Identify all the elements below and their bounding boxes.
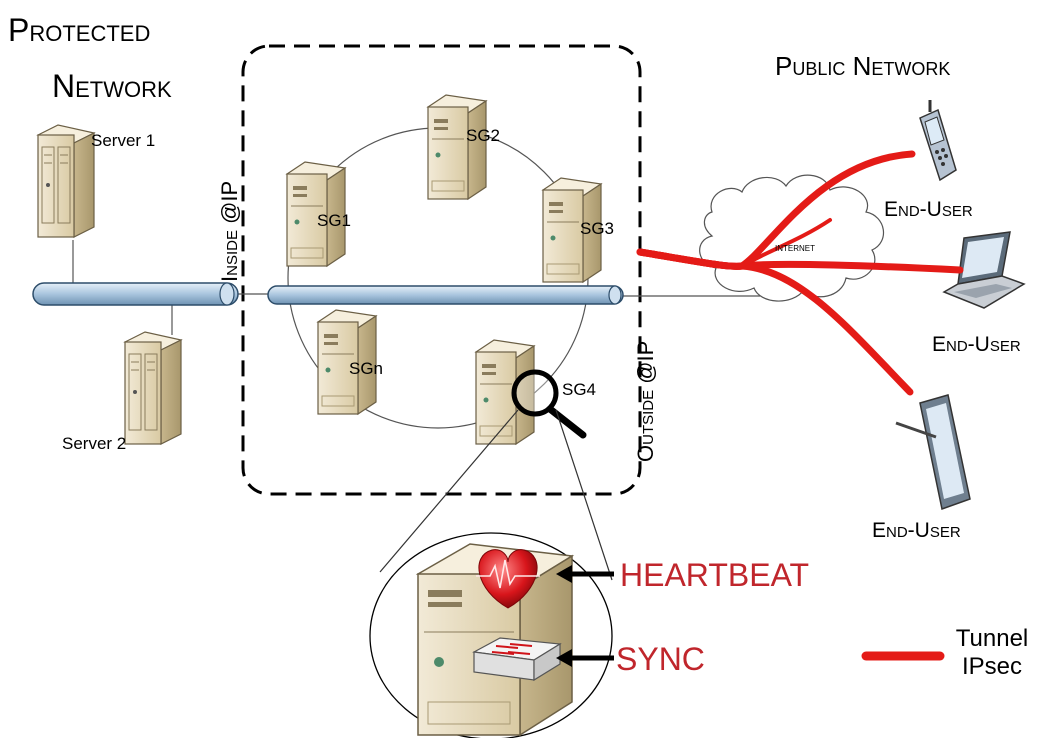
sg1-label: SG1: [317, 211, 352, 230]
magnifier-icon: [511, 369, 587, 439]
protected-network-title-1: Protected: [8, 12, 151, 48]
sgn-label: SGn: [349, 359, 384, 378]
legend-line-1: Tunnel: [955, 625, 1029, 652]
phone-icon: [919, 100, 957, 182]
inside-ip-label: Inside @IP: [217, 180, 242, 282]
legend-line-2: IPsec: [961, 652, 1023, 680]
heartbeat-label: HEARTBEAT: [620, 557, 810, 593]
outside-ip-label: Outside @IP: [633, 340, 658, 462]
server-1-label: Server 1: [91, 131, 156, 150]
heart-icon: [476, 549, 540, 609]
sg2-server-icon: [427, 94, 487, 200]
end-user-phone-label: End-User: [884, 198, 973, 221]
ipsec-tunnels: [636, 150, 964, 396]
protected-network-title-2: Network: [52, 68, 172, 104]
inside-bus: [32, 282, 239, 306]
legend-label: Tunnel IPsec: [952, 625, 1032, 680]
sg4-label: SG4: [562, 380, 597, 399]
laptop-icon: [942, 231, 1026, 309]
tablet-icon: [895, 394, 971, 510]
public-network-title: Public Network: [775, 51, 951, 81]
heartbeat-arrow: [556, 565, 614, 583]
sync-arrow: [556, 649, 614, 667]
internet-label: INTERNET: [775, 244, 815, 253]
switch-icon: [472, 637, 562, 682]
sg2-label: SG2: [466, 126, 501, 145]
end-user-tablet-label: End-User: [872, 519, 961, 542]
server-2-icon: [124, 331, 182, 445]
server-2-label: Server 2: [62, 434, 127, 453]
sync-label: SYNC: [616, 641, 705, 677]
end-user-laptop-label: End-User: [932, 333, 1021, 356]
cluster-boundary: [241, 44, 642, 496]
sg3-label: SG3: [580, 219, 615, 238]
cluster-bus: [267, 285, 624, 305]
server-1-icon: [37, 124, 95, 238]
